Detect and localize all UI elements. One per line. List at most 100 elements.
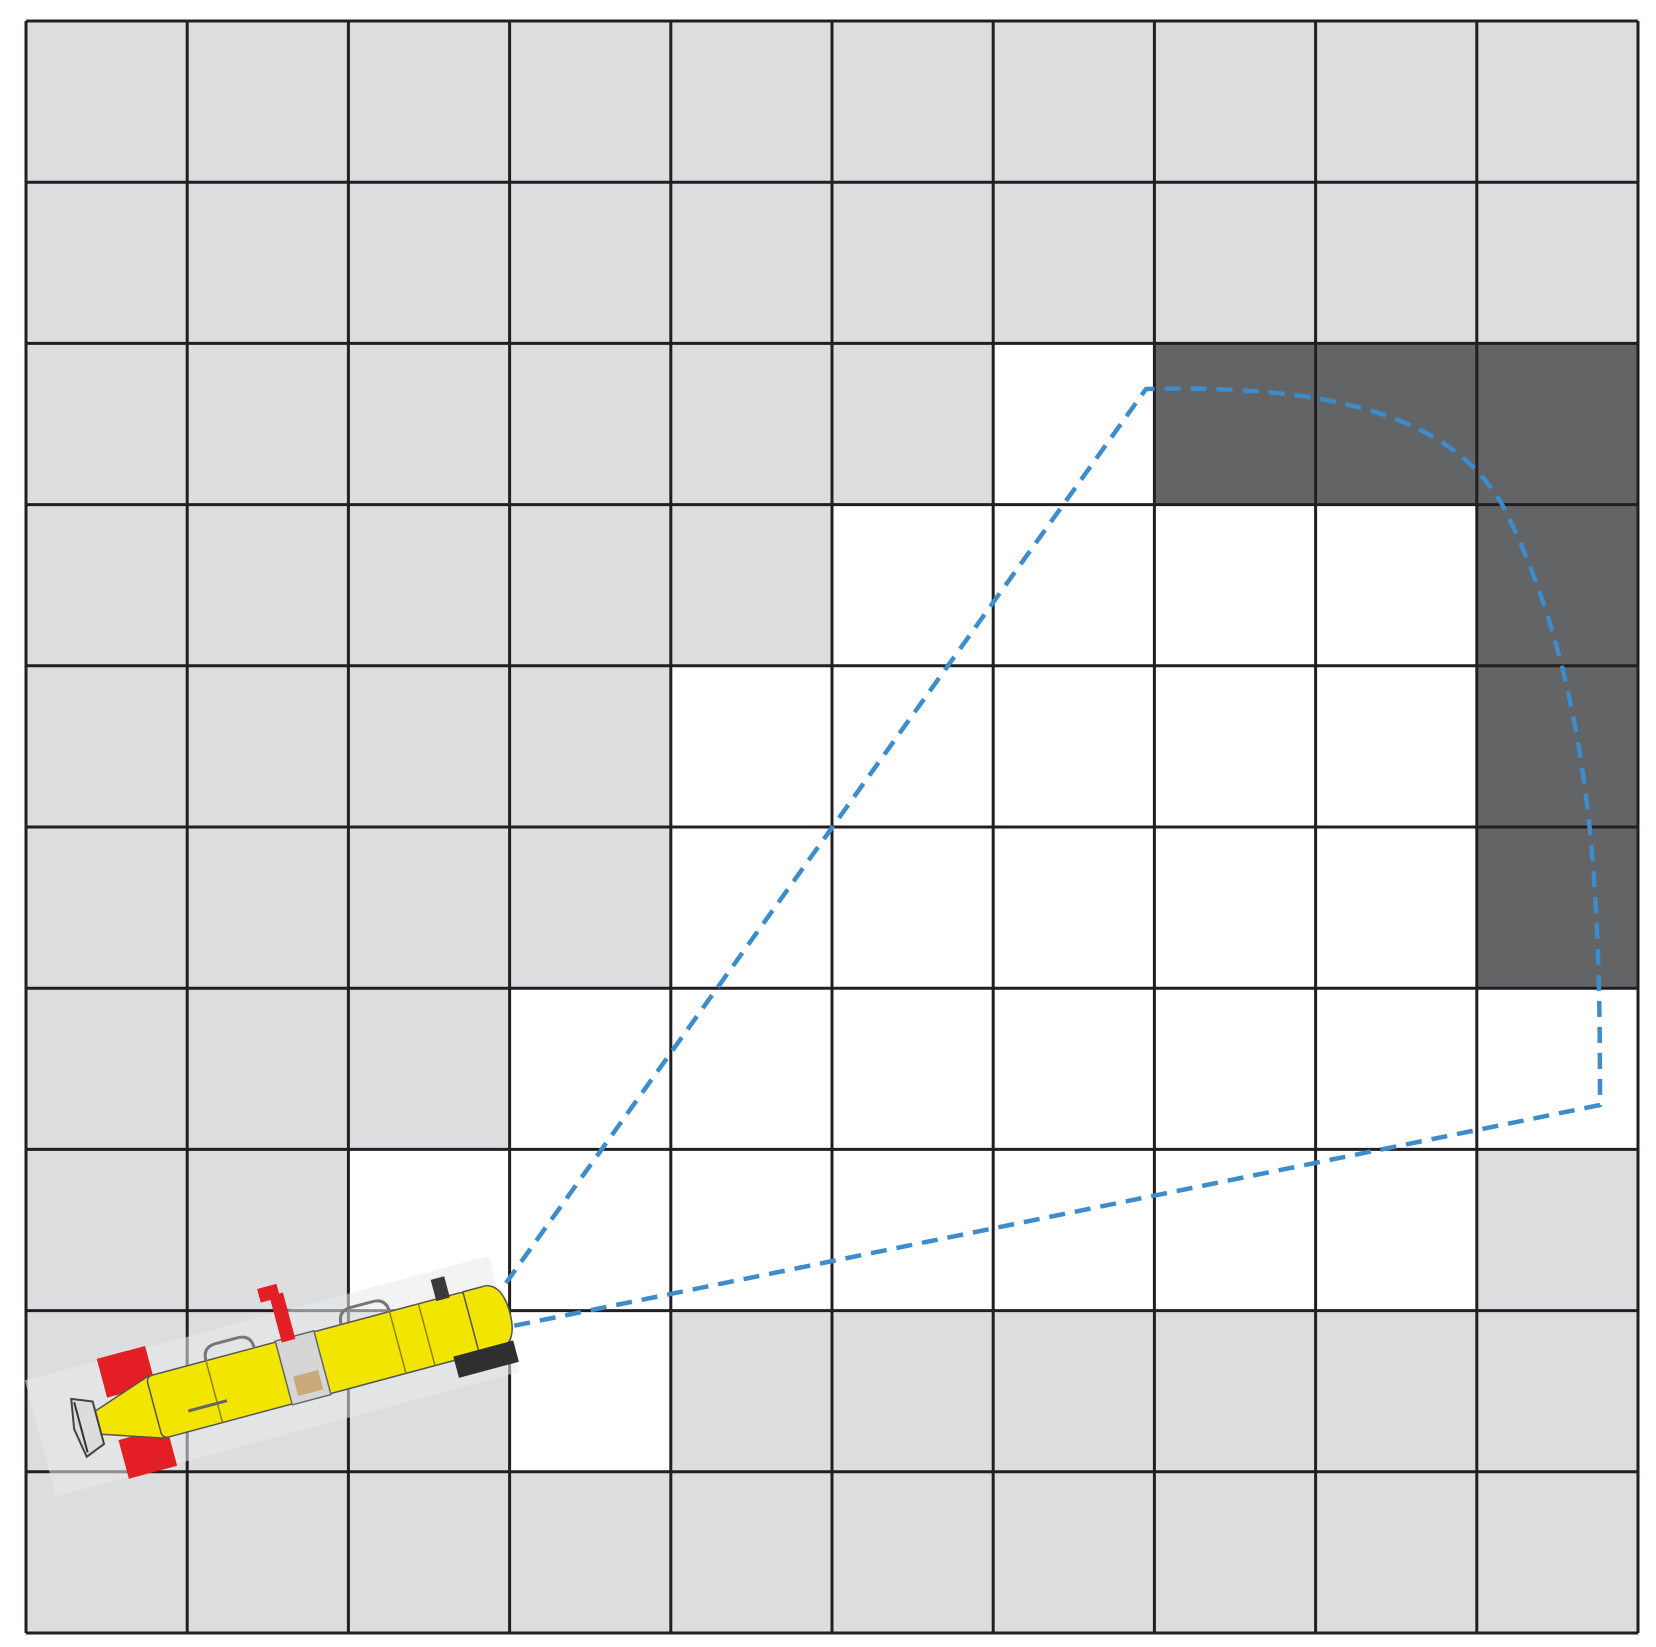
grid-cell-unexplored [993,21,1155,183]
grid-cell-unexplored [1315,1310,1477,1472]
grid-cell-free [1315,504,1477,666]
grid-cell-unexplored [1476,1471,1638,1633]
grid-cell-unexplored [187,1471,349,1633]
grid-cell-unexplored [1154,1310,1316,1472]
vehicle-band-panel [293,1370,324,1397]
grid-cell-unexplored [348,1471,510,1633]
grid-cell-free [1154,1149,1316,1311]
grid-cell-unexplored [26,1471,188,1633]
grid-cell-unexplored [1154,21,1316,183]
grid-cell-unexplored [1315,21,1477,183]
grid-cell-unexplored [993,182,1155,344]
grid-cell-unexplored [187,1149,349,1311]
grid-cell-occupied [1315,343,1477,505]
grid-cell-occupied [1476,504,1638,666]
grid-cell-occupied [1154,343,1316,505]
grid-cell-free [670,827,832,989]
grid-cell-free [1315,988,1477,1150]
grid-cell-unexplored [670,1310,832,1472]
vehicle-handle-rear [203,1335,256,1362]
grid-cell-unexplored [670,182,832,344]
grid-cell-free [509,1310,671,1472]
grid-cell-unexplored [187,21,349,183]
grid-cell-free [1315,827,1477,989]
grid-cell-unexplored [832,1471,994,1633]
grid-cell-unexplored [348,182,510,344]
grid-cell-free [1315,1149,1477,1311]
grid-cell-free [670,665,832,827]
grid-cell-unexplored [26,504,188,666]
grid-cell-unexplored [832,21,994,183]
grid-cell-unexplored [509,504,671,666]
vehicle-mast-top [257,1283,281,1303]
grid-cell-unexplored [26,21,188,183]
grid-cell-unexplored [670,1471,832,1633]
grid-cell-unexplored [348,21,510,183]
grid-cell-free [993,1149,1155,1311]
auv-icon [24,1256,520,1497]
grid-cell-free [670,988,832,1150]
grid-cell-occupied [1476,827,1638,989]
grid-cell-free [670,1149,832,1311]
grid-cell-unexplored [1315,1471,1477,1633]
grid-cell-unexplored [509,827,671,989]
grid-cell-free [832,827,994,989]
grid-cell-unexplored [509,343,671,505]
grid-cell-unexplored [187,988,349,1150]
grid-cell-free [832,988,994,1150]
grid-cell-free [993,665,1155,827]
sensor-cone [504,386,1603,1330]
grid-cell-unexplored [832,1310,994,1472]
grid-cell-unexplored [26,182,188,344]
grid-cell-unexplored [1476,21,1638,183]
grid-cell-free [993,988,1155,1150]
grid-cell-unexplored [348,827,510,989]
grid-cell-unexplored [348,665,510,827]
grid-cell-unexplored [187,827,349,989]
grid-cell-unexplored [187,504,349,666]
grid-cell-free [832,665,994,827]
grid-cell-occupied [1476,665,1638,827]
grid-cell-unexplored [670,504,832,666]
grid-cell-unexplored [348,988,510,1150]
grid-cell-unexplored [26,343,188,505]
grid-cell-free [509,1149,671,1311]
grid-cell-unexplored [993,1471,1155,1633]
grid-cell-unexplored [26,988,188,1150]
grid-cell-unexplored [509,665,671,827]
grid-cells [26,21,1638,1633]
grid-cell-unexplored [26,827,188,989]
grid-cell-free [1154,665,1316,827]
grid-cell-unexplored [26,1149,188,1311]
grid-cell-unexplored [348,343,510,505]
vehicle-propeller [70,1397,106,1459]
grid-cell-free [1476,988,1638,1150]
grid-cell-unexplored [1476,182,1638,344]
grid-cell-unexplored [509,182,671,344]
grid-cell-free [993,504,1155,666]
vehicle-handle-front [338,1299,391,1325]
grid-cell-free [509,988,671,1150]
grid-cell-unexplored [670,343,832,505]
grid-cell-unexplored [1154,182,1316,344]
grid-cell-free [832,504,994,666]
grid-cell-unexplored [187,343,349,505]
grid-cell-free [993,343,1155,505]
grid-cell-unexplored [993,1310,1155,1472]
grid-cell-unexplored [26,665,188,827]
vehicle-mast [269,1292,296,1343]
grid-cell-free [1154,988,1316,1150]
grid-cell-occupied [1476,343,1638,505]
grid-cell-unexplored [1315,182,1477,344]
grid-cell-free [1154,827,1316,989]
grid-cell-free [1154,504,1316,666]
grid-cell-unexplored [348,504,510,666]
grid-cell-unexplored [1476,1310,1638,1472]
grid-cell-unexplored [509,21,671,183]
grid-cell-free [1315,665,1477,827]
vehicle-sonar-unit [453,1340,519,1378]
grid-cell-free [993,827,1155,989]
grid-cell-unexplored [670,21,832,183]
grid-cell-free [832,1149,994,1311]
